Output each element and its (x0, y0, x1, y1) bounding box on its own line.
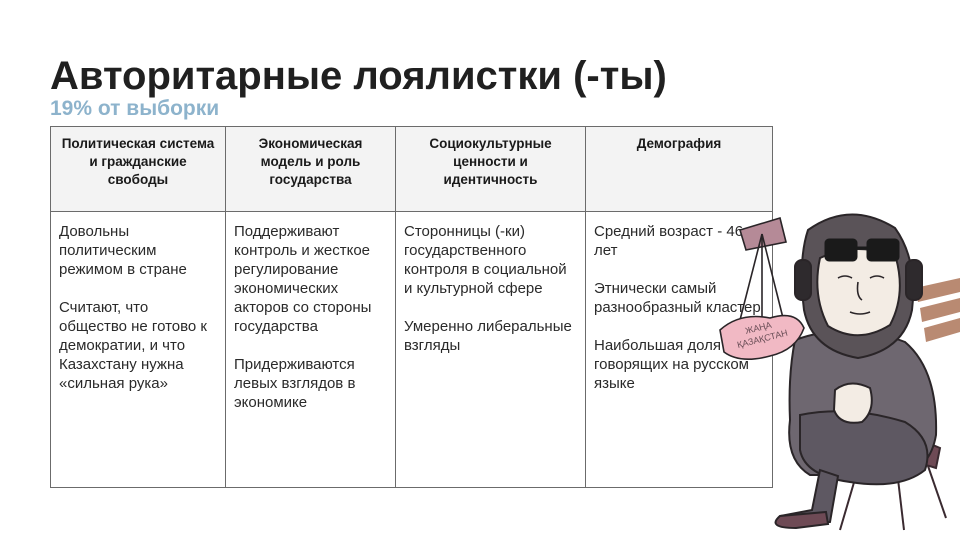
loyalist-character-illustration: ЖАҢА ҚАЗАҚСТАН (719, 213, 960, 531)
cell-sociocultural: Сторонницы (-ки) государственного контро… (395, 211, 586, 488)
slide-subtitle: 19% от выборки (50, 97, 220, 120)
cell-text: Средний возраст - 46 лет (594, 223, 744, 259)
cell-text: Этнически самый разнообразный кластер (594, 280, 761, 316)
cell-political: Довольны политическим режимом в стране С… (50, 211, 226, 488)
header-demography: Демография (585, 126, 773, 212)
cell-text: Придерживаются левых взглядов в экономик… (234, 356, 356, 411)
cell-text: Умеренно либеральные взгляды (404, 318, 572, 354)
slide-title: Авторитарные лоялистки (-ты) (50, 54, 667, 98)
glasses-icon (824, 238, 900, 262)
cell-text: Наибольшая доля говорящих на русском язы… (594, 337, 749, 392)
body (774, 329, 938, 530)
face (837, 275, 885, 315)
cell-text: Довольны политическим режимом в стране (59, 223, 187, 278)
header-sociocultural: Социокультурные ценности и идентичность (395, 126, 586, 212)
stripes-decoration (915, 278, 960, 342)
cell-text: Поддерживают контроль и жесткое регулиро… (234, 223, 372, 335)
cell-text: Считают, что общество не готово к демокр… (59, 299, 207, 392)
cell-text: Сторонницы (-ки) государственного контро… (404, 223, 567, 297)
cluster-table: Политическая система и гражданские свобо… (50, 126, 773, 488)
scale-with-map (719, 216, 805, 360)
cell-economic: Поддерживают контроль и жесткое регулиро… (225, 211, 396, 488)
table-header-row: Политическая система и гражданские свобо… (50, 126, 773, 212)
header-economic: Экономическая модель и роль государства (225, 126, 396, 212)
header-political: Политическая система и гражданские свобо… (50, 126, 226, 212)
cell-demography: Средний возраст - 46 лет Этнически самый… (585, 211, 773, 488)
table-row: Довольны политическим режимом в стране С… (50, 211, 773, 488)
